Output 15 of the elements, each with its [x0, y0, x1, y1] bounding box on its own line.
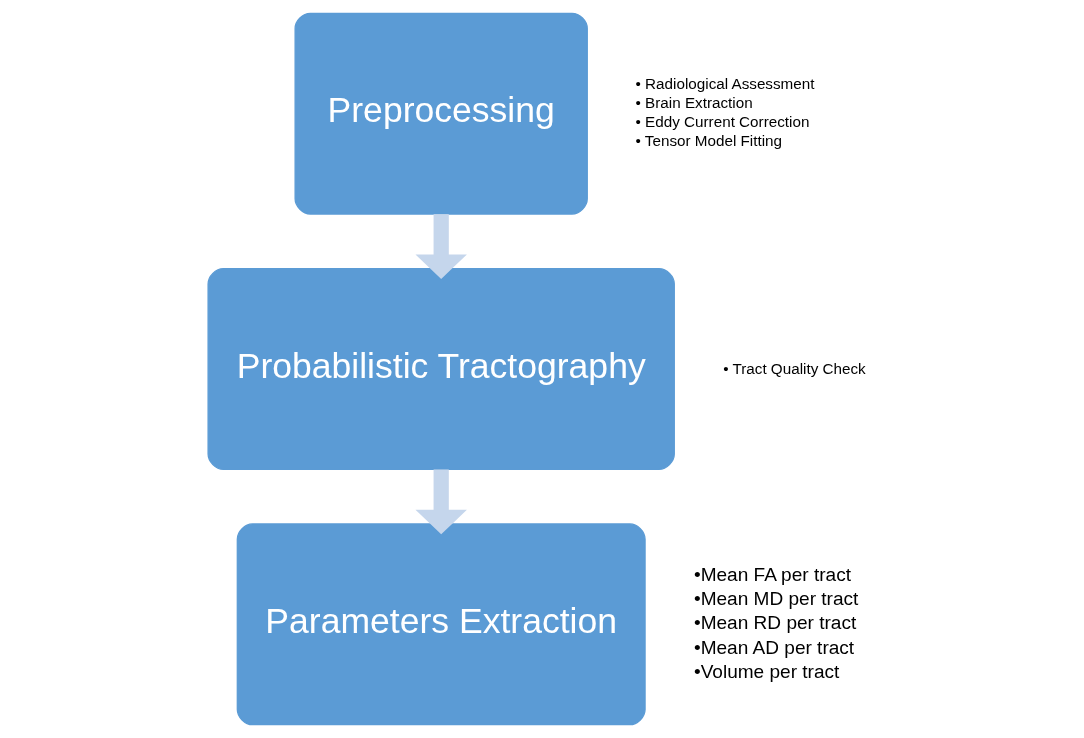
node-label: •Mean FA per tract	[693, 564, 851, 586]
node-label: • Radiological Assessment	[635, 75, 814, 93]
node-label: • Brain Extraction	[635, 94, 753, 112]
node-label: •Mean AD per tract	[693, 636, 854, 658]
node-label: • Eddy Current Correction	[635, 113, 809, 131]
node-box: Probabilistic Tractography	[206, 268, 675, 470]
node-label: • Tensor Model Fitting	[635, 132, 782, 150]
arrow	[414, 469, 467, 535]
node-label: •Mean MD per tract	[693, 588, 858, 610]
arrow	[414, 214, 467, 279]
node-label: •Mean RD per tract	[693, 612, 856, 634]
node-label: • Tract Quality Check	[722, 359, 866, 377]
node-label: •Volume per tract	[693, 660, 839, 682]
node-box: Parameters Extraction	[236, 523, 646, 726]
node-box: Preprocessing	[293, 12, 588, 215]
